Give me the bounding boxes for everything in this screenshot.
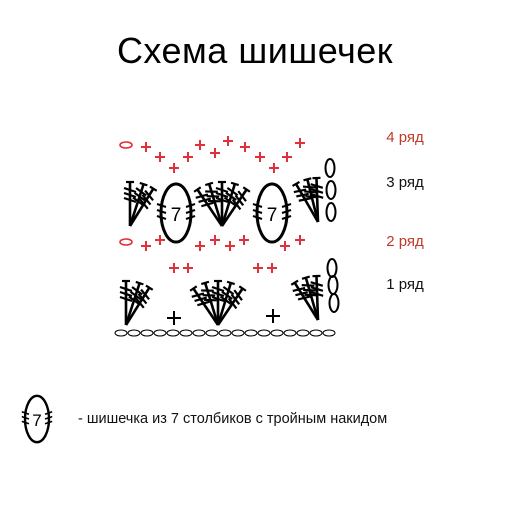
bobble-number: 7: [267, 205, 278, 226]
foundation-chain: [114, 329, 336, 337]
bobble-symbol: 7: [155, 182, 197, 244]
legend-bobble-number: 7: [32, 411, 41, 430]
row-label-4: 4 ряд: [386, 129, 424, 146]
legend-description: - шишечка из 7 столбиков с тройным накид…: [78, 411, 388, 427]
single-crochet-symbol: [265, 308, 281, 324]
row-1-turning-chain: [326, 258, 340, 313]
row-3-stitches: [122, 176, 326, 231]
bobble-number: 7: [171, 205, 182, 226]
row-label-3: 3 ряд: [386, 174, 424, 191]
row-3-turning-chain: [324, 158, 337, 222]
single-crochet-symbol: [166, 310, 182, 326]
row-label-1: 1 ряд: [386, 276, 424, 293]
row-label-2: 2 ряд: [386, 233, 424, 250]
row-1-stitches: [118, 274, 326, 330]
bobble-symbol: 7: [251, 182, 293, 244]
legend-bobble-icon: 7: [20, 394, 54, 444]
row-2-stitches: [119, 234, 306, 274]
diagram-title: Схема шишечек: [116, 30, 394, 71]
row-4-stitches: [119, 135, 306, 174]
